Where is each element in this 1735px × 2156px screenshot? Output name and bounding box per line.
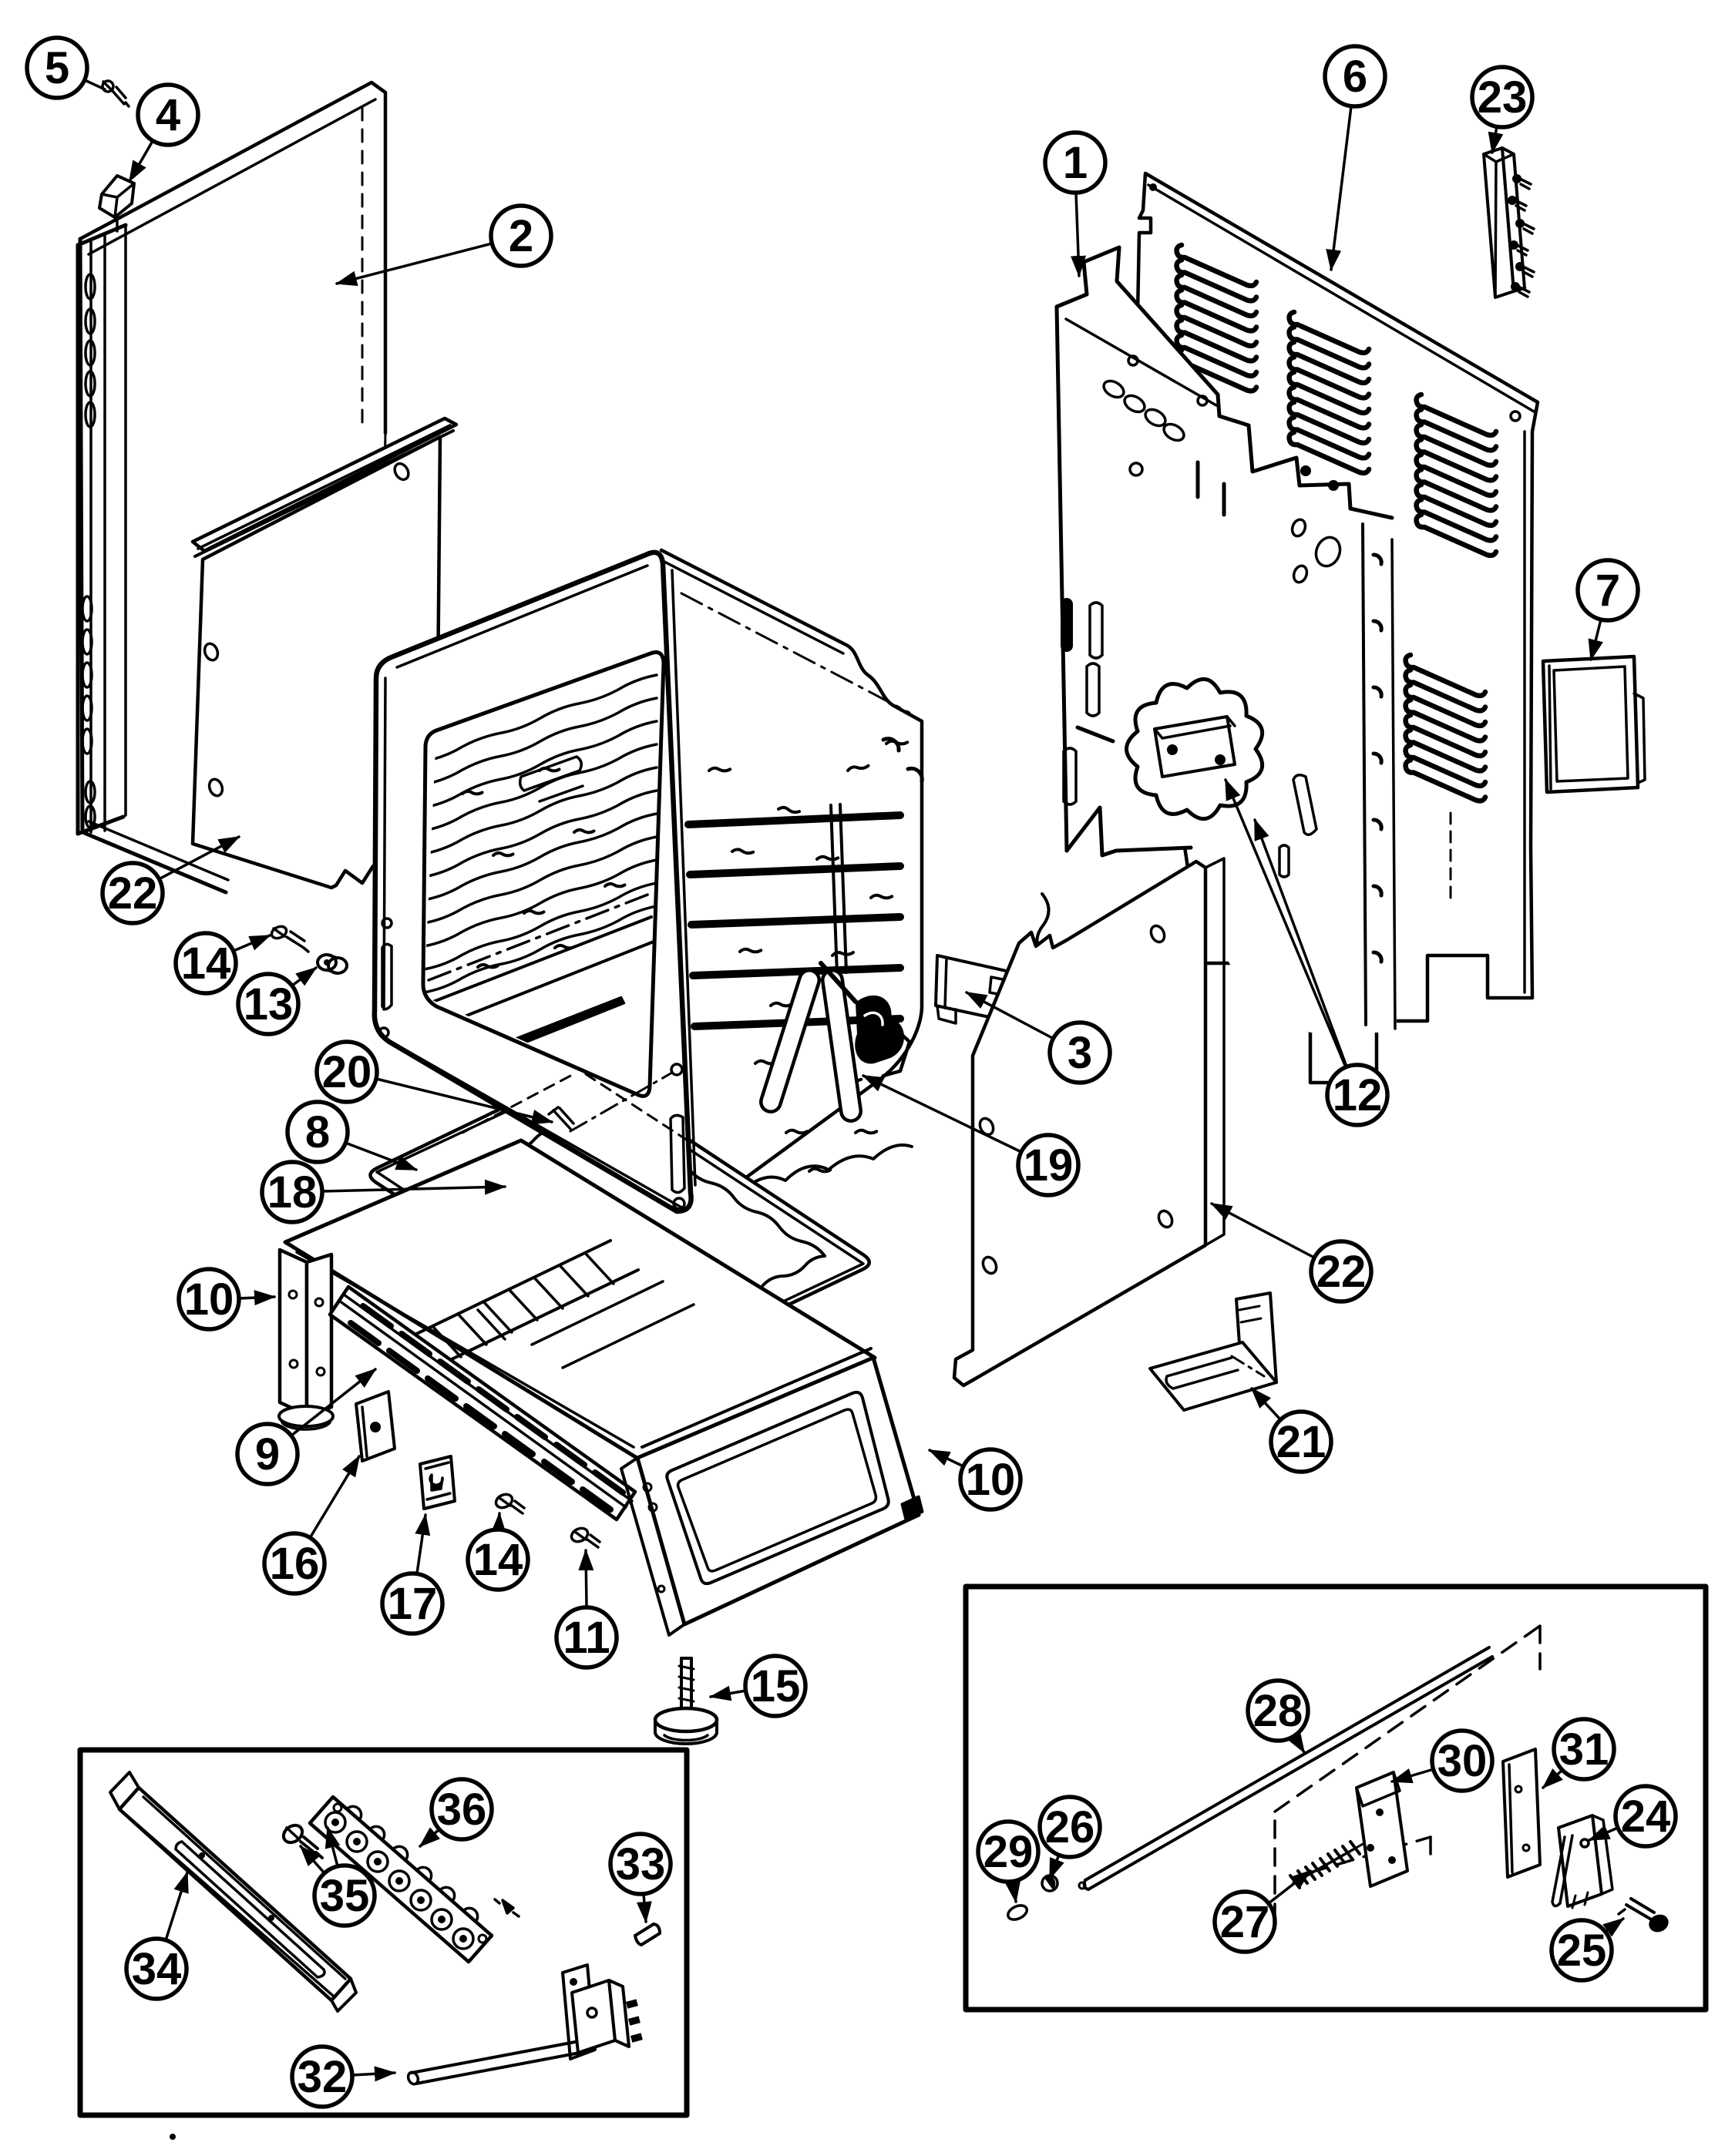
svg-text:23: 23: [1478, 72, 1528, 123]
svg-text:31: 31: [1559, 1724, 1609, 1775]
svg-text:4: 4: [156, 90, 180, 140]
svg-text:11: 11: [563, 1613, 610, 1663]
svg-text:22: 22: [1316, 1247, 1367, 1297]
svg-text:28: 28: [1253, 1686, 1303, 1736]
svg-text:1: 1: [1063, 138, 1088, 188]
svg-text:22: 22: [108, 868, 158, 918]
svg-text:14: 14: [181, 939, 231, 989]
svg-text:6: 6: [1343, 52, 1367, 102]
svg-text:27: 27: [1220, 1897, 1270, 1947]
svg-text:18: 18: [267, 1167, 318, 1217]
svg-text:10: 10: [966, 1455, 1016, 1505]
svg-text:26: 26: [1045, 1802, 1095, 1852]
svg-text:9: 9: [255, 1429, 280, 1479]
svg-text:17: 17: [388, 1579, 438, 1629]
svg-text:30: 30: [1437, 1736, 1488, 1786]
svg-text:5: 5: [45, 43, 69, 93]
svg-text:7: 7: [1595, 566, 1620, 616]
svg-text:21: 21: [1276, 1417, 1326, 1467]
svg-text:33: 33: [616, 1839, 666, 1889]
svg-text:16: 16: [270, 1539, 320, 1589]
svg-text:14: 14: [473, 1535, 523, 1585]
svg-text:20: 20: [322, 1047, 372, 1097]
svg-text:24: 24: [1621, 1792, 1671, 1842]
svg-text:3: 3: [1068, 1028, 1092, 1078]
svg-text:15: 15: [751, 1661, 801, 1711]
svg-text:8: 8: [305, 1107, 330, 1157]
svg-text:10: 10: [184, 1274, 234, 1325]
svg-text:12: 12: [1333, 1070, 1383, 1120]
svg-text:34: 34: [132, 1944, 182, 1994]
svg-text:32: 32: [298, 2052, 348, 2102]
svg-text:25: 25: [1557, 1926, 1607, 1976]
svg-text:35: 35: [320, 1871, 370, 1921]
svg-text:13: 13: [244, 979, 294, 1029]
svg-text:36: 36: [437, 1785, 487, 1835]
svg-text:19: 19: [1024, 1140, 1074, 1191]
svg-text:29: 29: [984, 1827, 1034, 1877]
svg-text:2: 2: [509, 211, 533, 261]
